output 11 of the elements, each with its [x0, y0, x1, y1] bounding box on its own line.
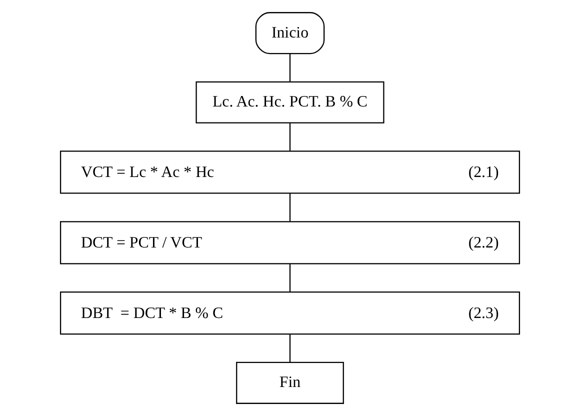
connector: [289, 193, 291, 222]
connector: [289, 54, 291, 82]
node-box: DBT = DCT * B % C (2.3): [60, 292, 520, 335]
node-box: Inicio: [255, 12, 325, 54]
node-box: Fin: [236, 362, 344, 404]
connector: [289, 264, 291, 292]
node-box: Lc. Ac. Hc. PCT. B % C: [196, 81, 384, 124]
node-box: DCT = PCT / VCT (2.2): [60, 221, 520, 264]
node-box: VCT = Lc * Ac * Hc (2.1): [60, 150, 520, 194]
connector: [289, 334, 291, 362]
connector: [289, 123, 291, 151]
